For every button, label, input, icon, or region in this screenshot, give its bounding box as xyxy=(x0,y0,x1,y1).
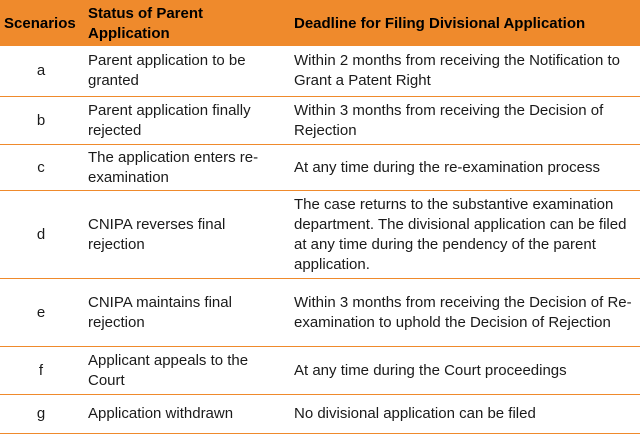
scenario-cell: e xyxy=(0,278,82,347)
header-deadline: Deadline for Filing Divisional Applicati… xyxy=(288,0,640,46)
scenario-cell: c xyxy=(0,144,82,191)
deadline-cell: No divisional application can be filed xyxy=(288,394,640,434)
deadline-cell: Within 3 months from receiving the Decis… xyxy=(288,278,640,347)
status-cell: Parent application finally rejected xyxy=(82,96,288,145)
header-row: Scenarios Status of Parent Application D… xyxy=(0,0,640,46)
table-body: a Parent application to be granted Withi… xyxy=(0,46,640,434)
table-header: Scenarios Status of Parent Application D… xyxy=(0,0,640,46)
table-row: d CNIPA reverses final rejection The cas… xyxy=(0,190,640,279)
scenario-cell: b xyxy=(0,96,82,145)
scenario-cell: d xyxy=(0,190,82,279)
deadline-cell: Within 2 months from receiving the Notif… xyxy=(288,46,640,97)
table-row: b Parent application finally rejected Wi… xyxy=(0,96,640,145)
scenario-cell: g xyxy=(0,394,82,434)
status-cell: CNIPA reverses final rejection xyxy=(82,190,288,279)
header-status: Status of Parent Application xyxy=(82,0,288,46)
deadline-cell: Within 3 months from receiving the Decis… xyxy=(288,96,640,145)
header-scenarios: Scenarios xyxy=(0,0,82,46)
status-cell: Application withdrawn xyxy=(82,394,288,434)
table-row: c The application enters re-examination … xyxy=(0,144,640,191)
table-row: f Applicant appeals to the Court At any … xyxy=(0,346,640,395)
deadline-cell: At any time during the Court proceedings xyxy=(288,346,640,395)
status-cell: CNIPA maintains final rejection xyxy=(82,278,288,347)
deadline-cell: The case returns to the substantive exam… xyxy=(288,190,640,279)
table-row: g Application withdrawn No divisional ap… xyxy=(0,394,640,434)
table-row: e CNIPA maintains final rejection Within… xyxy=(0,278,640,347)
scenario-cell: f xyxy=(0,346,82,395)
status-cell: Applicant appeals to the Court xyxy=(82,346,288,395)
deadline-cell: At any time during the re-examination pr… xyxy=(288,144,640,191)
table-row: a Parent application to be granted Withi… xyxy=(0,46,640,97)
status-cell: Parent application to be granted xyxy=(82,46,288,97)
status-cell: The application enters re-examination xyxy=(82,144,288,191)
scenario-cell: a xyxy=(0,46,82,97)
